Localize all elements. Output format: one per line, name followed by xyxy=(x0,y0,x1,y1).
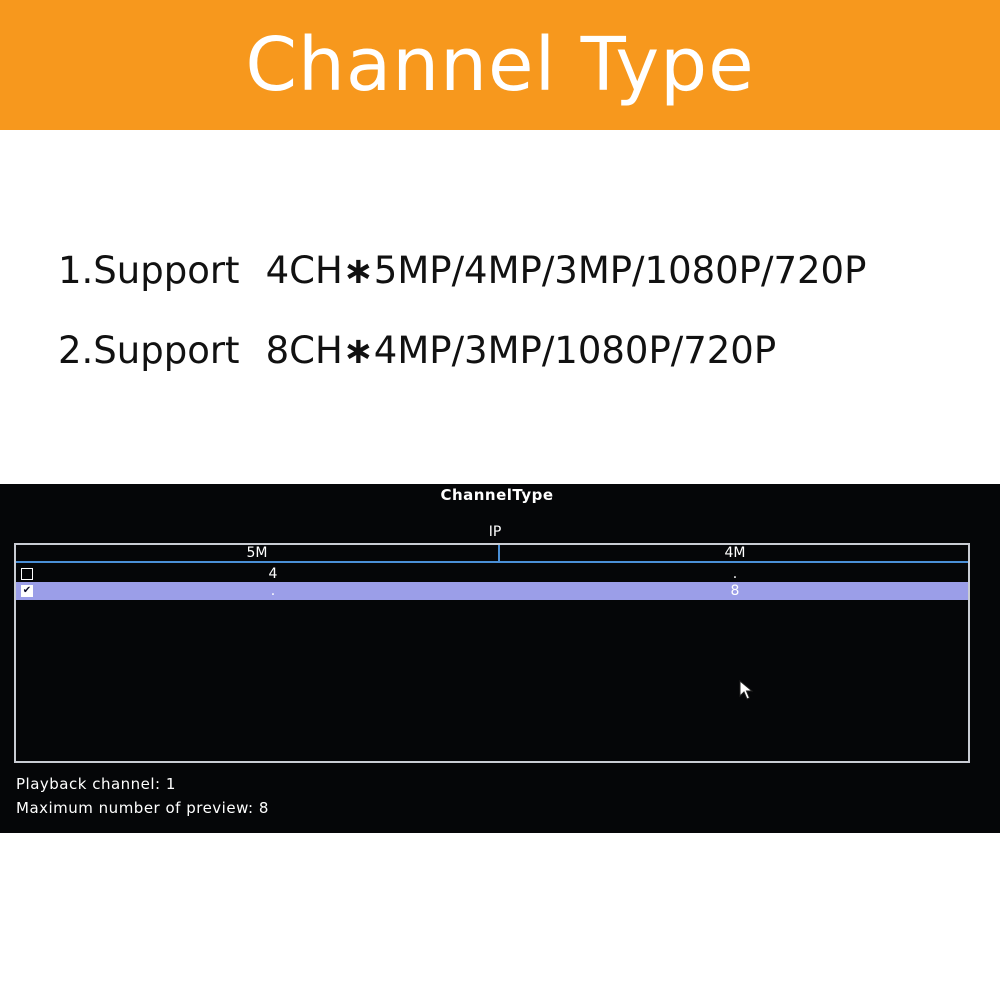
column-header-4m: 4M xyxy=(724,545,746,561)
dvr-channel-type-screen: ChannelType IP 5M 4M 4 . ✔ . 8 Playback … xyxy=(0,484,1000,833)
max-preview-status: Maximum number of preview: 8 xyxy=(16,799,269,817)
cell-4m: . xyxy=(732,566,738,582)
feature-line-1: 1.Support 4CH∗5MP/4MP/3MP/1080P/720P xyxy=(58,245,988,325)
row-checkbox-checked[interactable]: ✔ xyxy=(21,585,33,597)
column-header-5m: 5M xyxy=(246,545,268,561)
cell-5m: 4 xyxy=(268,566,278,582)
channel-type-table: 5M 4M 4 . ✔ . 8 xyxy=(14,543,970,763)
feature-line-2: 2.Support 8CH∗4MP/3MP/1080P/720P xyxy=(58,325,988,405)
mouse-pointer-icon xyxy=(739,680,754,700)
group-header-ip: IP xyxy=(488,524,502,540)
header-banner: Channel Type xyxy=(0,0,1000,130)
cell-5m: . xyxy=(270,583,276,599)
cell-4m: 8 xyxy=(730,583,740,599)
table-row-selected[interactable]: ✔ . 8 xyxy=(16,582,968,600)
feature-channels: 8CH xyxy=(265,329,343,372)
row-checkbox-unchecked[interactable] xyxy=(21,568,33,580)
table-header: 5M 4M xyxy=(16,545,968,563)
playback-channel-status: Playback channel: 1 xyxy=(16,775,176,793)
feature-resolutions: 4MP/3MP/1080P/720P xyxy=(373,329,777,372)
dialog-title: ChannelType xyxy=(440,486,554,504)
feature-prefix: 2.Support xyxy=(58,329,240,372)
feature-channels: 4CH xyxy=(265,249,343,292)
feature-prefix: 1.Support xyxy=(58,249,240,292)
table-row[interactable]: 4 . xyxy=(16,565,968,583)
multiply-icon: ∗ xyxy=(342,329,374,372)
multiply-icon: ∗ xyxy=(342,249,374,292)
banner-title: Channel Type xyxy=(245,22,755,108)
column-divider xyxy=(498,545,500,563)
feature-resolutions: 5MP/4MP/3MP/1080P/720P xyxy=(373,249,867,292)
